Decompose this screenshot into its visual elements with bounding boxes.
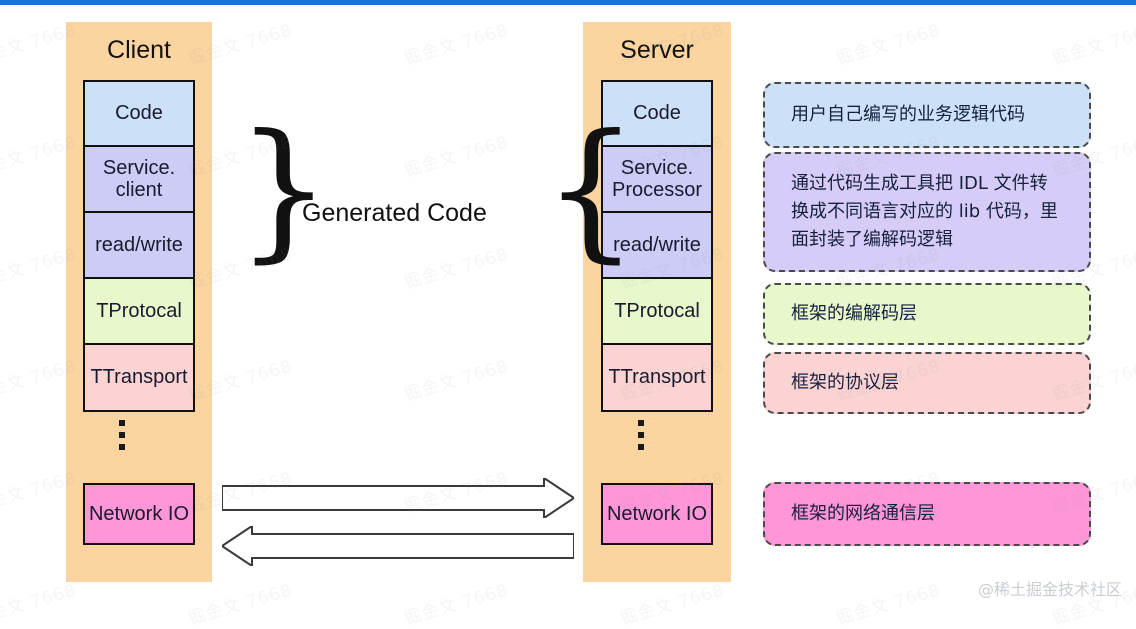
- server-network-io-label: Network IO: [606, 502, 708, 525]
- client-network-io-label: Network IO: [88, 502, 190, 525]
- client-layer-code[interactable]: Code: [85, 82, 193, 147]
- server-layer-read-write[interactable]: read/write: [603, 213, 711, 279]
- note-network-text: 框架的网络通信层: [791, 503, 935, 525]
- generated-code-label: Generated Code: [302, 199, 487, 227]
- note-network[interactable]: 框架的网络通信层: [763, 482, 1091, 546]
- server-layer-code[interactable]: Code: [603, 82, 711, 147]
- watermark-text: 掘金文 7668: [618, 580, 728, 629]
- client-layer-service-client[interactable]: Service. client: [85, 147, 193, 213]
- ellipsis-dot: [638, 432, 644, 438]
- server-column-title: Server: [620, 36, 694, 64]
- ellipsis-dot: [638, 420, 644, 426]
- left-brace: }: [236, 103, 332, 277]
- server-layer-service-processor-label: Service. Processor: [611, 156, 703, 201]
- server-layer-tprotocal[interactable]: TProtocal: [603, 279, 711, 345]
- ellipsis-dot: [638, 444, 644, 450]
- watermark-text: 掘金文 7668: [186, 580, 296, 629]
- ellipsis-dot: [119, 420, 125, 426]
- note-protocol-codec-text: 框架的编解码层: [791, 303, 917, 325]
- client-layer-ttransport[interactable]: TTransport: [85, 345, 193, 410]
- watermark-text: 掘金文 7668: [402, 580, 512, 629]
- watermark-text: 掘金文 7668: [402, 20, 512, 70]
- server-layer-read-write-label: read/write: [613, 233, 701, 256]
- watermark-text: 掘金文 7668: [834, 580, 944, 629]
- server-to-client-arrow: [222, 526, 574, 566]
- ellipsis-dot: [119, 444, 125, 450]
- client-layer-tprotocal[interactable]: TProtocal: [85, 279, 193, 345]
- server-layer-service-processor[interactable]: Service. Processor: [603, 147, 711, 213]
- client-layer-tprotocal-label: TProtocal: [96, 299, 182, 322]
- note-code-text: 用户自己编写的业务逻辑代码: [791, 104, 1025, 126]
- right-brace: {: [543, 103, 639, 277]
- watermark-text: 掘金文 7668: [402, 356, 512, 406]
- client-network-io-box[interactable]: Network IO: [83, 483, 195, 545]
- watermark-text: 掘金文 7668: [402, 244, 512, 294]
- client-vertical-ellipsis: [119, 420, 125, 450]
- note-transport[interactable]: 框架的协议层: [763, 352, 1091, 414]
- note-transport-text: 框架的协议层: [791, 372, 899, 394]
- note-generated[interactable]: 通过代码生成工具把 IDL 文件转换成不同语言对应的 lib 代码，里面封装了编…: [763, 152, 1091, 272]
- watermark-text: 掘金文 7668: [834, 20, 944, 70]
- server-layer-code-label: Code: [633, 102, 681, 125]
- server-layer-stack: Code Service. Processor read/write TProt…: [601, 80, 713, 412]
- server-network-io-box[interactable]: Network IO: [601, 483, 713, 545]
- note-code[interactable]: 用户自己编写的业务逻辑代码: [763, 82, 1091, 148]
- client-layer-stack: Code Service. client read/write TProtoca…: [83, 80, 195, 412]
- watermark-text: 掘金文 7668: [1050, 20, 1136, 70]
- client-layer-read-write[interactable]: read/write: [85, 213, 193, 279]
- server-layer-ttransport[interactable]: TTransport: [603, 345, 711, 410]
- client-column-title: Client: [107, 36, 171, 64]
- client-to-server-arrow: [222, 478, 574, 518]
- watermark-text: 掘金文 7668: [0, 580, 80, 629]
- client-layer-code-label: Code: [115, 102, 163, 125]
- server-vertical-ellipsis: [638, 420, 644, 450]
- watermark-text: 掘金文 7668: [402, 132, 512, 182]
- client-layer-ttransport-label: TTransport: [90, 366, 188, 389]
- note-protocol-codec[interactable]: 框架的编解码层: [763, 283, 1091, 345]
- attribution-label: @稀土掘金技术社区: [977, 580, 1122, 599]
- top-accent-bar: [0, 0, 1136, 5]
- ellipsis-dot: [119, 432, 125, 438]
- note-generated-text: 通过代码生成工具把 IDL 文件转换成不同语言对应的 lib 代码，里面封装了编…: [791, 173, 1058, 250]
- server-layer-tprotocal-label: TProtocal: [614, 299, 700, 322]
- client-layer-service-client-label: Service. client: [102, 156, 176, 201]
- client-layer-read-write-label: read/write: [95, 233, 183, 256]
- server-layer-ttransport-label: TTransport: [608, 366, 706, 389]
